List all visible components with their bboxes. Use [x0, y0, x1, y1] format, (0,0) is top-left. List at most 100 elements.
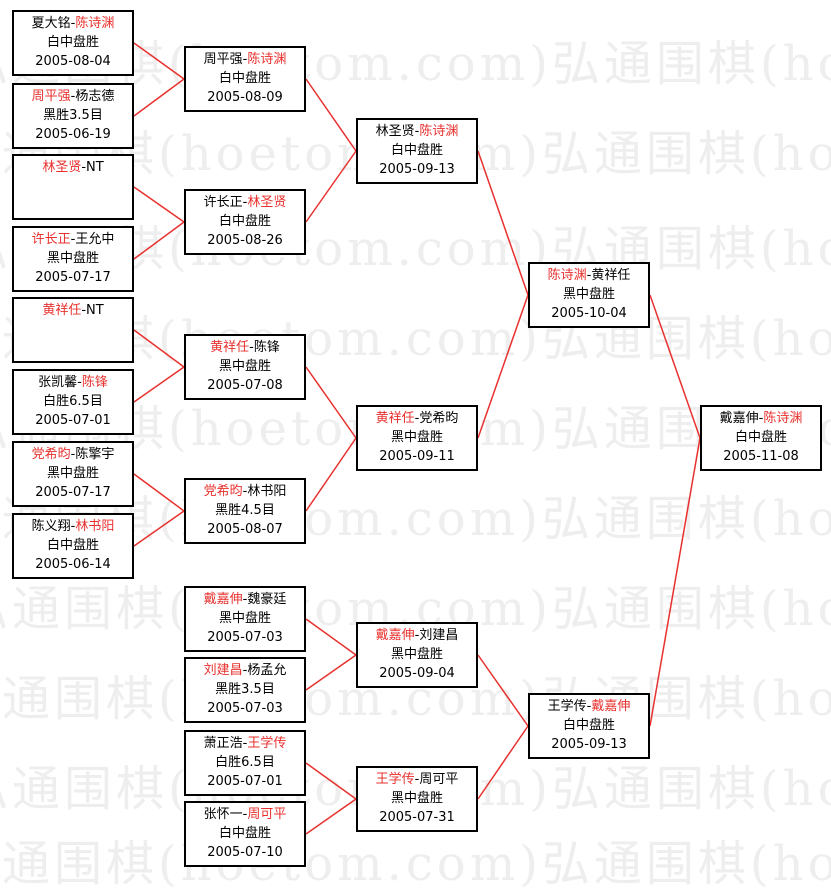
- match-result: 白胜6.5目: [215, 755, 275, 770]
- player-name: -: [758, 411, 764, 426]
- match-date: 2005-09-13: [379, 162, 455, 177]
- bracket-line: [305, 654, 357, 691]
- bracket-line: [305, 366, 357, 439]
- player-name: 王学传: [547, 699, 587, 714]
- match-result: 黑中盘胜: [390, 647, 443, 662]
- match-result: 白中盘胜: [562, 718, 615, 733]
- player-name: -: [70, 16, 76, 31]
- bracket-line: [305, 150, 357, 223]
- player-name: 杨志德: [75, 89, 115, 104]
- match-result: 黑中盘胜: [218, 359, 271, 374]
- winner-name: 刘建昌: [203, 663, 243, 678]
- player-name: 魏豪廷: [247, 592, 287, 607]
- bracket-line: [649, 437, 701, 727]
- player-name: 陈锋: [253, 340, 280, 355]
- winner-name: 陈诗渊: [547, 268, 587, 283]
- match-players: 张凯馨-陈锋: [14, 373, 132, 392]
- winner-name: 周可平: [247, 807, 287, 822]
- match-players: 刘建昌-杨孟允: [186, 661, 304, 680]
- match-date: 2005-08-09: [207, 90, 283, 105]
- match-result: 白中盘胜: [218, 71, 271, 86]
- player-name: -: [414, 772, 420, 787]
- winner-name: 林圣贤: [42, 160, 82, 175]
- match-result: 黑胜4.5目: [215, 503, 275, 518]
- winner-name: 戴嘉伸: [375, 628, 415, 643]
- player-name: 许长正: [203, 195, 243, 210]
- match-players: 张怀一-周可平: [186, 805, 304, 824]
- match-players: 黄祥任-NT: [14, 301, 132, 320]
- player-name: -: [586, 268, 592, 283]
- bracket-line: [477, 150, 529, 296]
- match-players: 陈诗渊-黄祥任: [530, 266, 648, 285]
- bracket-line: [477, 294, 529, 439]
- player-name: -: [77, 375, 82, 390]
- match-result: 黑胜3.5目: [215, 682, 275, 697]
- match-players: 戴嘉伸-刘建昌: [358, 626, 476, 645]
- winner-name: 党希昀: [203, 484, 243, 499]
- match-date: 2005-11-08: [723, 449, 799, 464]
- bracket-line: [133, 473, 185, 512]
- player-name: -: [70, 519, 76, 534]
- watermark-text: 弘通围棋(hoetom.com)弘通围棋(hoetom.com): [0, 40, 831, 88]
- match-result: 黑中盘胜: [46, 251, 99, 266]
- match-date: 2005-07-17: [35, 270, 111, 285]
- match-result: 白中盘胜: [46, 538, 99, 553]
- winner-name: 林书阳: [75, 519, 115, 534]
- match-date: 2005-07-08: [207, 378, 283, 393]
- winner-name: 周平强: [31, 89, 71, 104]
- match-date: 2005-08-04: [35, 54, 111, 69]
- match-date: 2005-07-10: [207, 845, 283, 860]
- winner-name: 黄祥任: [210, 340, 250, 355]
- player-name: 戴嘉伸: [719, 411, 759, 426]
- watermark-text: 弘通围棋(hoetom.com)弘通围棋(hoetom.com): [0, 495, 831, 543]
- bracket-line: [305, 618, 357, 656]
- match-date: 2005-09-13: [551, 737, 627, 752]
- bracket-line: [649, 294, 701, 439]
- match-result: 白中盘胜: [734, 430, 787, 445]
- player-name: 黄祥任: [591, 268, 631, 283]
- bracket-line: [305, 798, 357, 835]
- player-name: -: [414, 124, 420, 139]
- player-name: -: [242, 52, 248, 67]
- match-date: 2005-07-31: [379, 810, 455, 825]
- player-name: 张怀一: [203, 807, 243, 822]
- player-name: -: [242, 663, 248, 678]
- player-name: -: [414, 411, 420, 426]
- player-name: -: [414, 628, 420, 643]
- match-result: 黑中盘胜: [390, 430, 443, 445]
- match-players: 夏大铭-陈诗渊: [14, 14, 132, 33]
- player-name: 周可平: [419, 772, 459, 787]
- winner-name: 黄祥任: [42, 303, 82, 318]
- bracket-line: [305, 762, 357, 800]
- match-players: 黄祥任-党希昀: [358, 409, 476, 428]
- match-result: 黑中盘胜: [218, 611, 271, 626]
- player-name: -: [242, 807, 248, 822]
- match-players: 林圣贤-NT: [14, 158, 132, 177]
- match-date: 2005-07-01: [35, 413, 111, 428]
- player-name: -NT: [81, 160, 104, 175]
- player-name: 刘建昌: [419, 628, 459, 643]
- match-date: 2005-07-17: [35, 485, 111, 500]
- match-date: 2005-07-03: [207, 701, 283, 716]
- match-box: 黄祥任-NT: [12, 297, 134, 363]
- match-box: 王学传-戴嘉伸白中盘胜 2005-09-13: [528, 693, 650, 759]
- player-name: -: [249, 340, 254, 355]
- match-players: 黄祥任-陈锋: [186, 338, 304, 357]
- match-players: 林圣贤-陈诗渊: [358, 122, 476, 141]
- match-date: 2005-06-14: [35, 557, 111, 572]
- match-players: 王学传-戴嘉伸: [530, 697, 648, 716]
